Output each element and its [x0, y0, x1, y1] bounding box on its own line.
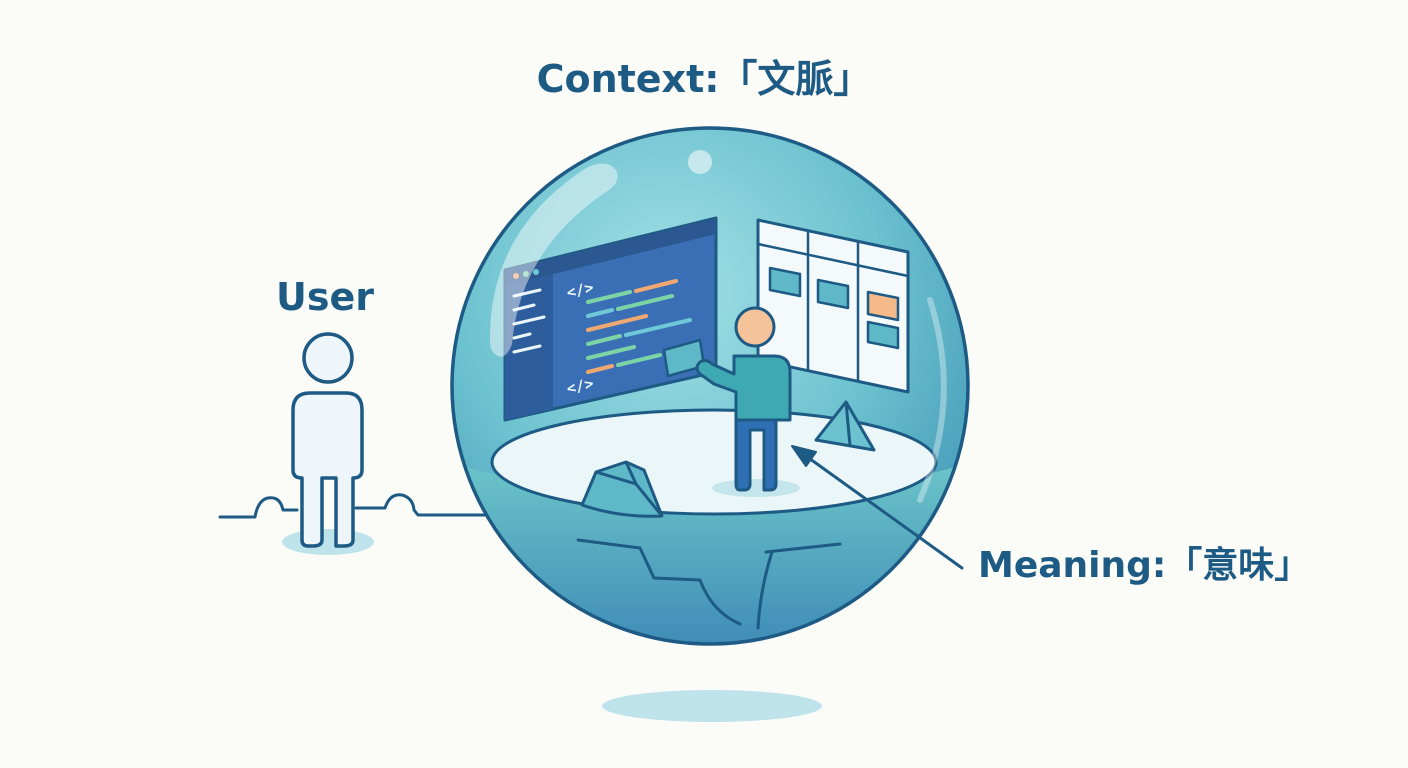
platform-disc — [490, 408, 938, 516]
sphere-highlight — [489, 163, 618, 357]
code-window-icon — [503, 216, 718, 422]
code-tag-bottom: </> — [565, 374, 595, 398]
rock-icon — [580, 460, 664, 518]
pyramid-icon — [814, 400, 876, 452]
sphere-shadow — [602, 690, 822, 722]
user-label: User — [276, 275, 374, 319]
bowl-crack-left — [576, 538, 702, 582]
person-presenting-icon — [695, 306, 792, 492]
user-shadow — [282, 529, 374, 555]
user-figure-icon — [291, 332, 364, 548]
person-floor-shadow — [712, 479, 800, 497]
sphere-outline — [450, 126, 970, 646]
bowl-crack-right — [756, 542, 842, 630]
code-tag-top: </> — [565, 278, 595, 302]
context-label: Context:「文脈」 — [536, 57, 872, 101]
bowl-crack-bottom — [698, 578, 742, 626]
sphere-highlight-dot — [688, 150, 712, 174]
ground-line — [218, 493, 492, 519]
meaning-label: Meaning:「意味」 — [978, 545, 1311, 586]
sphere-rim-shine — [917, 297, 947, 503]
pointer-arrow-icon — [791, 445, 964, 570]
